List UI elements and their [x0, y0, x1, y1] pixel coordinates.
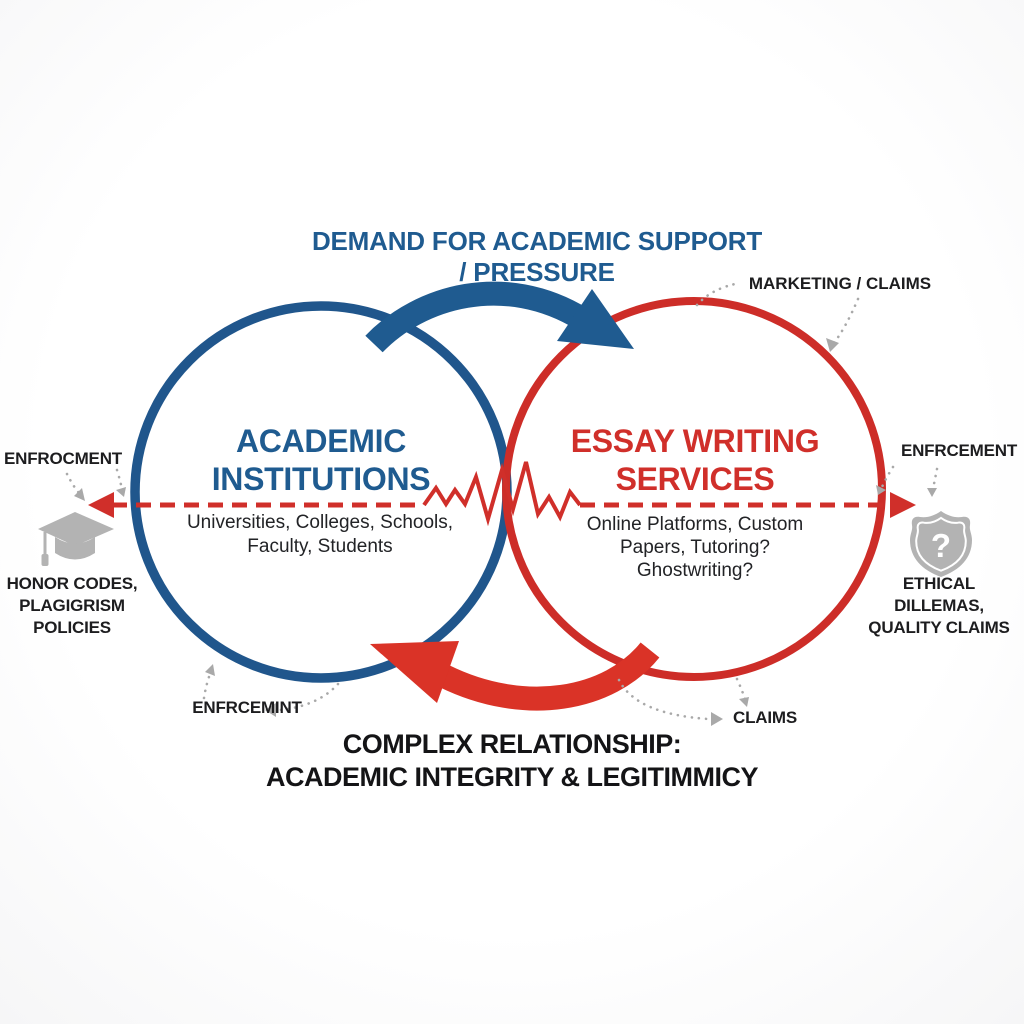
claims-bottom-label: CLAIMS — [733, 708, 797, 727]
bottom-title: COMPLEX RELATIONSHIP: ACADEMIC INTEGRITY… — [212, 728, 812, 794]
ethical-dilemmas-caption: ETHICAL DILLEMAS, QUALITY CLAIMS — [860, 573, 1018, 639]
bottom-title-line2: ACADEMIC INTEGRITY & LEGITIMMICY — [265, 762, 759, 792]
enforcement-right-label: ENFRCEMENT — [900, 441, 1018, 460]
demand-arrowhead-icon — [557, 289, 634, 349]
academic-title-line2: INSTITUTIONS — [211, 461, 431, 497]
connector-claims-down — [735, 677, 747, 701]
essay-subtitle-line3: Ghostwriting? — [636, 560, 754, 581]
connector-arrowhead-icon — [927, 488, 937, 497]
shield-question-icon: ? — [910, 511, 972, 577]
connector-enforcement-bottom-up — [202, 672, 212, 700]
response-arrow — [370, 641, 660, 711]
enforcement-left-label: ENFROCMENT — [4, 449, 122, 468]
question-mark-glyph: ? — [931, 527, 951, 564]
connector-claims-right — [617, 678, 710, 721]
top-title-line2: / PRESSURE — [459, 257, 615, 287]
academic-title-line1: ACADEMIC — [235, 423, 407, 459]
academic-institutions-subtitle: Universities, Colleges, Schools, Faculty… — [150, 511, 490, 559]
connector-arrowhead-icon — [116, 487, 126, 497]
response-arrow-band — [438, 642, 660, 711]
honor-caption-line2: PLAGIGRISM — [19, 596, 125, 615]
connector-arrowhead-icon — [74, 488, 85, 501]
academic-institutions-title: ACADEMIC INSTITUTIONS — [166, 422, 476, 498]
connector-arrowhead-icon — [265, 703, 276, 717]
essay-title-line2: SERVICES — [615, 461, 775, 497]
graduation-cap-icon — [38, 512, 114, 566]
ethical-caption-line3: QUALITY CLAIMS — [868, 618, 1010, 637]
honor-codes-caption: HONOR CODES, PLAGIGRISM POLICIES — [2, 573, 142, 639]
tension-line — [88, 461, 916, 527]
demand-arrow — [365, 281, 634, 353]
essay-services-subtitle: Online Platforms, Custom Papers, Tutorin… — [545, 513, 845, 582]
connector-arrowhead-icon — [826, 338, 839, 352]
essay-subtitle-line1: Online Platforms, Custom — [586, 514, 804, 535]
tension-zigzag — [422, 461, 582, 527]
dotted-connector-arrowheads — [74, 338, 937, 726]
connector-arrowhead-icon — [711, 712, 723, 726]
essay-subtitle-line2: Papers, Tutoring? — [620, 537, 770, 558]
essay-title-line1: ESSAY WRITING — [570, 423, 820, 459]
ethical-caption-line1: ETHICAL — [902, 574, 976, 593]
academic-subtitle-line2: Faculty, Students — [247, 536, 393, 557]
dotted-connectors — [65, 281, 939, 721]
connector-enforcement-right-b — [931, 467, 939, 491]
demand-arrow-band — [365, 281, 589, 353]
connector-arrowhead-icon — [739, 697, 749, 707]
connector-marketing-down — [832, 297, 860, 345]
academic-subtitle-line1: Universities, Colleges, Schools, — [186, 512, 454, 533]
honor-caption-line3: POLICIES — [33, 618, 111, 637]
tension-left-arrowhead-icon — [88, 492, 114, 518]
connector-enforcement-left-a — [65, 472, 81, 495]
top-title: DEMAND FOR ACADEMIC SUPPORT / PRESSURE — [262, 226, 812, 288]
ethical-caption-line2: DILLEMAS, — [894, 596, 984, 615]
top-title-line1: DEMAND FOR ACADEMIC SUPPORT — [311, 226, 763, 256]
response-arrowhead-icon — [370, 641, 459, 703]
marketing-claims-label: MARKETING / CLAIMS — [748, 274, 932, 293]
bottom-title-line1: COMPLEX RELATIONSHIP: — [342, 729, 682, 759]
tension-right-arrowhead-icon — [890, 492, 916, 518]
connector-arrowhead-icon — [876, 485, 886, 495]
connector-enforcement-right-a — [880, 465, 895, 489]
connector-arrowhead-icon — [205, 664, 215, 676]
connector-enforcement-left-b — [115, 468, 124, 491]
honor-caption-line1: HONOR CODES, — [6, 574, 138, 593]
enforcement-bottom-label: ENFRCEMINT — [192, 698, 302, 717]
essay-services-title: ESSAY WRITING SERVICES — [540, 422, 850, 498]
